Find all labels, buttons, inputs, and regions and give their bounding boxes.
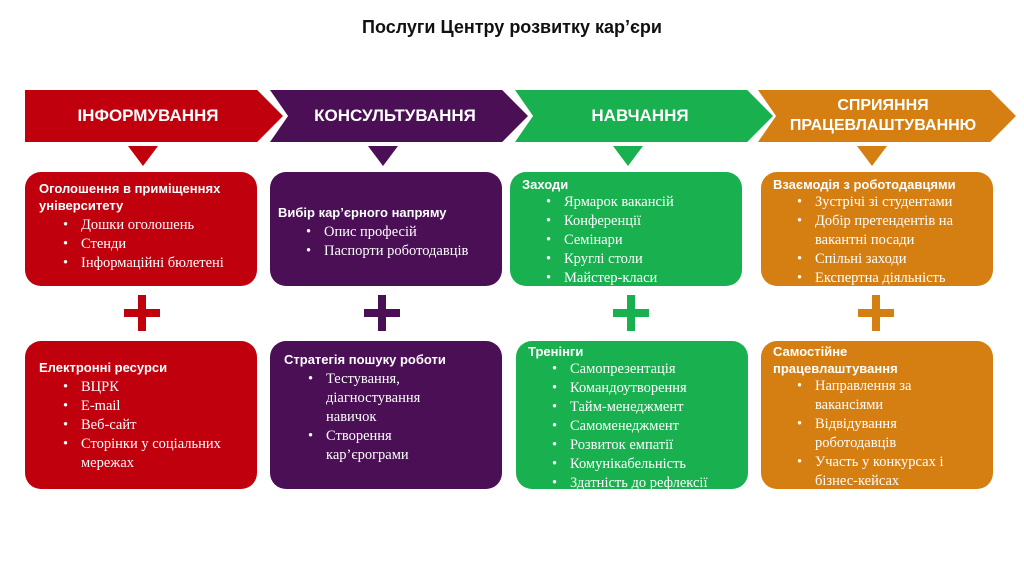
stage-consulting: КОНСУЛЬТУВАННЯ: [270, 90, 528, 142]
list-item: Майстер-класи: [546, 269, 732, 288]
plus-icon: [124, 295, 160, 331]
box-heading: Заходи: [522, 177, 569, 192]
box-heading: Оголошення в приміщеннях університету: [39, 181, 221, 213]
box-heading: Взаємодія з роботодавцями: [773, 177, 956, 192]
stage-label: КОНСУЛЬТУВАННЯ: [314, 106, 476, 125]
item-list: Тестування, діагностування навичок Створ…: [284, 370, 492, 465]
list-item: Паспорти роботодавців: [306, 242, 492, 261]
list-item: Конференції: [546, 212, 732, 231]
item-list: Зустрічі зі студентами Добір претенденті…: [773, 193, 983, 288]
down-arrow-icon: [128, 146, 158, 166]
list-item: E-mail: [63, 397, 247, 416]
stage-label: НАВЧАННЯ: [591, 106, 689, 125]
stage-employment-support: СПРИЯННЯ ПРАЦЕВЛАШТУВАННЮ: [758, 90, 1016, 142]
box-heading: Вибір кар’єрного напряму: [278, 205, 447, 220]
item-list: Направлення за вакансіями Відвідування р…: [773, 377, 983, 491]
consulting-bottom-box: Стратегія пошуку роботи Тестування, діаг…: [270, 341, 502, 489]
list-item: Ярмарок вакансій: [546, 193, 732, 212]
item-list: Ярмарок вакансій Конференції Семінари Кр…: [522, 193, 732, 288]
informing-bottom-box: Електронні ресурси ВЦРК E-mail Веб-сайт …: [25, 341, 257, 489]
list-item: Здатність до рефлексії: [552, 474, 738, 493]
box-heading: Самостійне працевлаштування: [773, 344, 898, 376]
list-item: Стенди: [63, 235, 247, 254]
list-item: Направлення за вакансіями: [797, 377, 945, 415]
employment-bottom-box: Самостійне працевлаштування Направлення …: [761, 341, 993, 489]
plus-icon: [613, 295, 649, 331]
box-heading: Тренінги: [528, 344, 584, 359]
box-heading: Електронні ресурси: [39, 360, 168, 375]
list-item: Опис професій: [306, 223, 492, 242]
list-item: Комунікабельність: [552, 455, 738, 474]
stage-label: ІНФОРМУВАННЯ: [77, 106, 219, 125]
employment-top-box: Взаємодія з роботодавцями Зустрічі зі ст…: [761, 172, 993, 288]
list-item: Тестування, діагностування навичок: [308, 370, 446, 427]
training-bottom-box: Тренінги Самопрезентація Командоутворенн…: [516, 341, 748, 493]
list-item: ВЦРК: [63, 378, 247, 397]
list-item: Семінари: [546, 231, 732, 250]
plus-icon: [364, 295, 400, 331]
list-item: Сторінки у соціальних мережах: [63, 435, 241, 473]
down-arrow-icon: [368, 146, 398, 166]
stage-training: НАВЧАННЯ: [515, 90, 773, 142]
list-item: Зустрічі зі студентами: [797, 193, 983, 212]
list-item: Інформаційні бюлетені: [63, 254, 247, 273]
item-list: Самопрезентація Командоутворення Тайм-ме…: [528, 360, 738, 493]
item-list: ВЦРК E-mail Веб-сайт Сторінки у соціальн…: [39, 378, 247, 473]
list-item: Дошки оголошень: [63, 216, 247, 235]
informing-top-box: Оголошення в приміщеннях університету До…: [25, 172, 257, 286]
list-item: Веб-сайт: [63, 416, 247, 435]
list-item: Тайм-менеджмент: [552, 398, 738, 417]
page-title: Послуги Центру розвитку кар’єри: [362, 17, 662, 37]
list-item: Командоутворення: [552, 379, 738, 398]
box-heading: Стратегія пошуку роботи: [284, 352, 446, 367]
list-item: Розвиток емпатії: [552, 436, 738, 455]
stage-informing: ІНФОРМУВАННЯ: [25, 90, 283, 142]
down-arrow-icon: [613, 146, 643, 166]
plus-icon: [858, 295, 894, 331]
stage-label: СПРИЯННЯ ПРАЦЕВЛАШТУВАННЮ: [789, 97, 977, 134]
list-item: Добір претендентів на вакантні посади: [797, 212, 980, 250]
item-list: Опис професій Паспорти роботодавців: [278, 223, 492, 261]
list-item: Круглі столи: [546, 250, 732, 269]
list-item: Самоменеджмент: [552, 417, 738, 436]
list-item: Створення кар’єрограми: [308, 427, 446, 465]
training-top-box: Заходи Ярмарок вакансій Конференції Семі…: [510, 172, 742, 288]
item-list: Дошки оголошень Стенди Інформаційні бюле…: [39, 216, 247, 273]
list-item: Експертна діяльність: [797, 269, 983, 288]
consulting-top-box: Вибір кар’єрного напряму Опис професій П…: [270, 172, 502, 286]
list-item: Самопрезентація: [552, 360, 738, 379]
list-item: Відвідування роботодавців: [797, 415, 935, 453]
list-item: Спільні заходи: [797, 250, 983, 269]
list-item: Участь у конкурсах і бізнес-кейсах: [797, 453, 965, 491]
down-arrow-icon: [857, 146, 887, 166]
